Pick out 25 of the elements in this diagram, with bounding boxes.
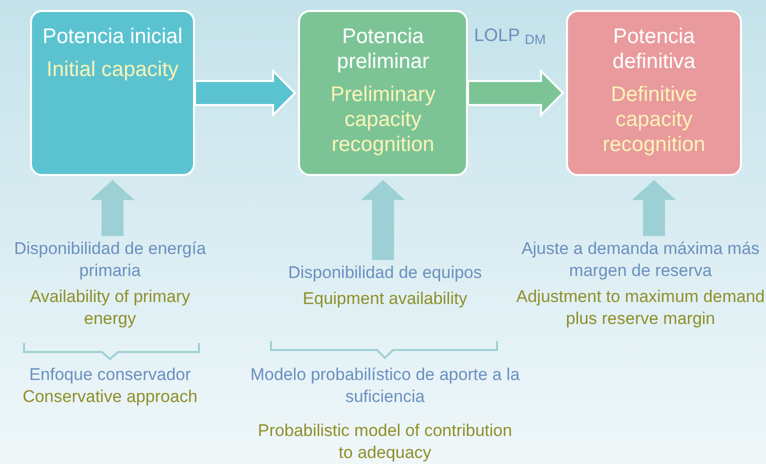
process-box xyxy=(566,10,742,176)
english-text: Definitive capacity recognition xyxy=(602,82,706,157)
english-text: Initial capacity xyxy=(46,57,180,82)
block-arrow xyxy=(467,68,564,118)
note-text: Probabilistic model of contribution to adequacy xyxy=(256,420,514,464)
spanish-text: Potencia inicial xyxy=(41,24,184,49)
block-arrow xyxy=(90,180,134,236)
note-text: Modelo probabilístico de aporte a la suficiencia xyxy=(250,364,520,408)
spanish-text: Ajuste a demanda máxima más margen de reserva xyxy=(520,238,761,282)
spanish-text: Potencia preliminar xyxy=(336,24,430,74)
spanish-text: Disponibilidad de equipos xyxy=(288,262,482,284)
process-box xyxy=(298,10,468,176)
edge-label: LOLP $_{DM}$ xyxy=(474,26,546,44)
spanish-text: Potencia definitiva xyxy=(612,24,696,74)
block-arrow xyxy=(361,180,405,260)
block-arrow xyxy=(194,68,296,118)
english-text: Availability of primary energy xyxy=(28,286,192,330)
process-box xyxy=(30,10,195,176)
english-text: Preliminary capacity recognition xyxy=(329,82,437,157)
spanish-text: Disponibilidad de energía primaria xyxy=(13,238,207,282)
note-text: Conservative approach xyxy=(22,386,198,408)
english-text: Equipment availability xyxy=(302,288,468,310)
english-text: Adjustment to maximum demand plus reserve margin xyxy=(515,286,766,330)
block-arrow xyxy=(632,180,676,236)
note-text: Enfoque conservador xyxy=(28,364,192,386)
